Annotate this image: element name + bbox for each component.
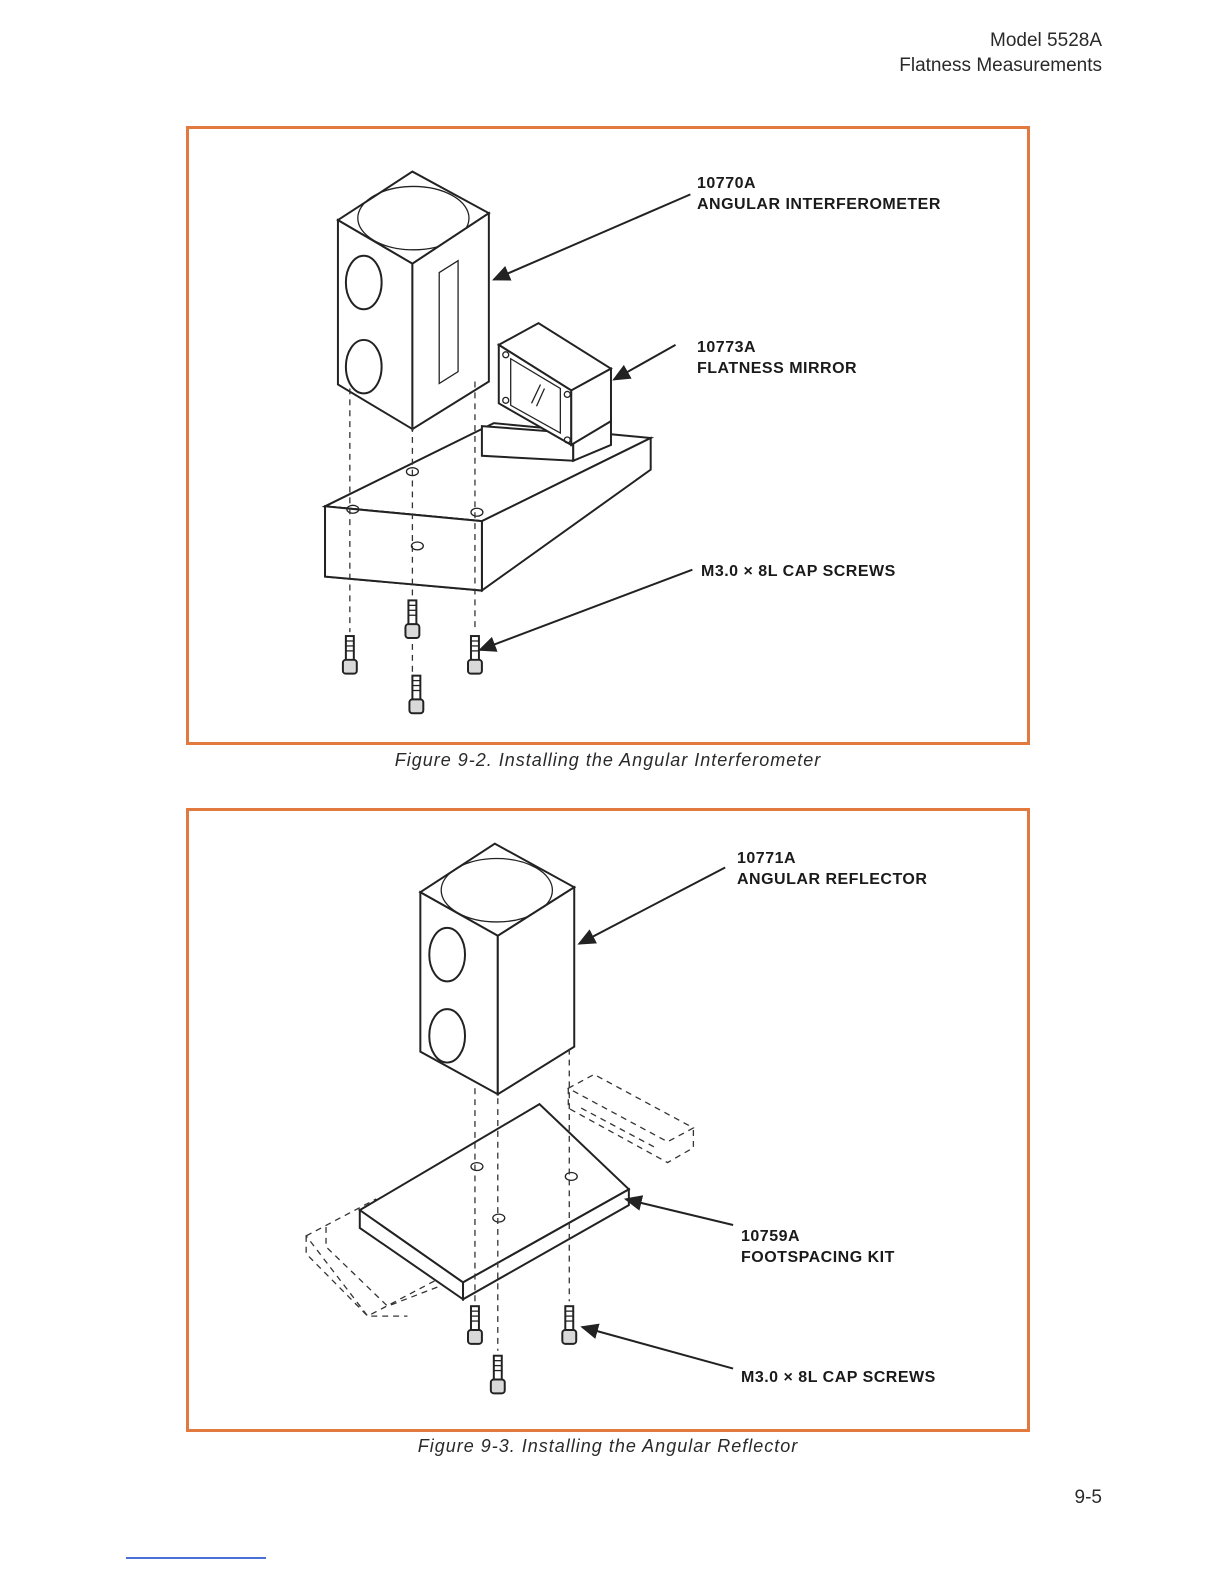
header-section: Flatness Measurements: [899, 53, 1102, 78]
figure-9-2-caption: Figure 9-2. Installing the Angular Inter…: [186, 750, 1030, 771]
reflector-name: ANGULAR REFLECTOR: [737, 869, 927, 890]
footspacing-part-number: 10759A: [741, 1226, 895, 1247]
mirror-callout: 10773A FLATNESS MIRROR: [697, 337, 857, 379]
mirror-name: FLATNESS MIRROR: [697, 358, 857, 379]
footspacing-base-plate: [360, 1104, 629, 1299]
interferometer-part-number: 10770A: [697, 173, 941, 194]
header-model: Model 5528A: [899, 28, 1102, 53]
screws-label: M3.0 × 8L CAP SCREWS: [701, 561, 896, 582]
angular-reflector-illustration: [189, 811, 1027, 1429]
figure-9-3-caption: Figure 9-3. Installing the Angular Refle…: [186, 1436, 1030, 1457]
screws-callout: M3.0 × 8L CAP SCREWS: [701, 561, 896, 582]
leader-arrows: [579, 867, 733, 1368]
footspacing-name: FOOTSPACING KIT: [741, 1247, 895, 1268]
mirror-part-number: 10773A: [697, 337, 857, 358]
reflector-cube: [420, 844, 574, 1095]
screws-label: M3.0 × 8L CAP SCREWS: [741, 1367, 936, 1388]
reflector-callout: 10771A ANGULAR REFLECTOR: [737, 848, 927, 890]
footer-rule: [126, 1557, 266, 1559]
interferometer-callout: 10770A ANGULAR INTERFEROMETER: [697, 173, 941, 215]
page-number: 9-5: [1075, 1487, 1102, 1509]
reflector-part-number: 10771A: [737, 848, 927, 869]
angular-interferometer-illustration: [189, 129, 1027, 742]
footspacing-callout: 10759A FOOTSPACING KIT: [741, 1226, 895, 1268]
page-header: Model 5528A Flatness Measurements: [899, 28, 1102, 78]
interferometer-cube: [338, 172, 489, 429]
flatness-mirror: [482, 323, 611, 461]
screws-callout: M3.0 × 8L CAP SCREWS: [741, 1367, 936, 1388]
interferometer-name: ANGULAR INTERFEROMETER: [697, 194, 941, 215]
figure-9-2-frame: 10770A ANGULAR INTERFEROMETER 10773A FLA…: [186, 126, 1030, 745]
figure-9-3-frame: 10771A ANGULAR REFLECTOR 10759A FOOTSPAC…: [186, 808, 1030, 1432]
cap-screws: [468, 1306, 576, 1393]
